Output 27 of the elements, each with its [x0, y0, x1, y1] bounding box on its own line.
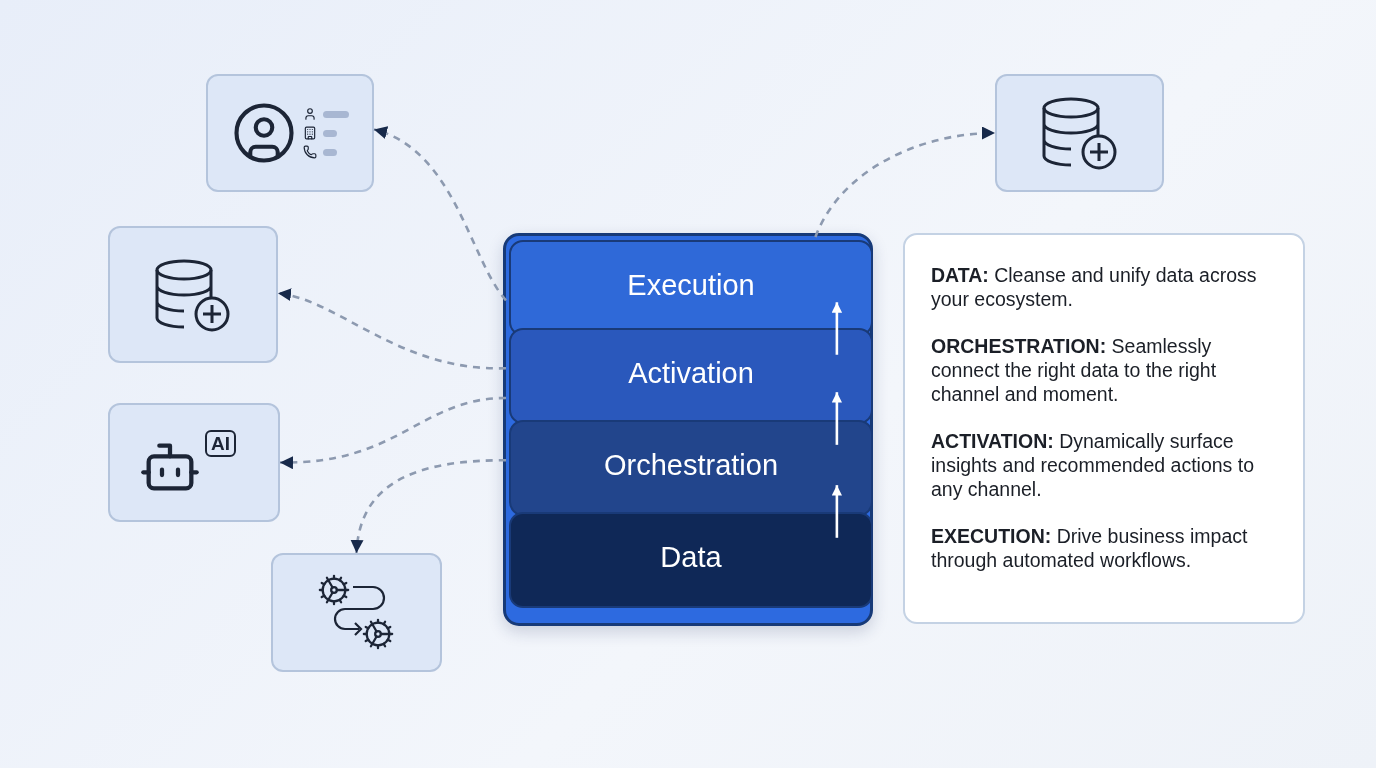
arrow — [277, 289, 507, 370]
ai-badge: AI — [205, 430, 236, 457]
description-text: EXECUTION: Drive business impact through automated workflows. — [931, 524, 1249, 572]
arrow — [831, 392, 843, 445]
layer-band — [509, 420, 873, 516]
icon-card — [108, 226, 278, 363]
arrow — [831, 302, 843, 355]
layer-label: Orchestration — [603, 450, 779, 482]
icon-card — [995, 74, 1164, 192]
layer-label: Execution — [627, 270, 755, 302]
arrow — [831, 485, 843, 538]
description-panel — [903, 233, 1305, 624]
arrow — [351, 458, 507, 554]
arrow — [814, 127, 996, 238]
description-text: DATA: Cleanse and unify data across your ecosystem. — [931, 263, 1258, 311]
description-text: ORCHESTRATION: Seamlessly connect the right data to the right channel and moment. — [931, 334, 1218, 406]
arrow — [279, 396, 507, 469]
icon-card — [271, 553, 442, 672]
layer-band — [509, 328, 873, 424]
icon-card — [108, 403, 280, 522]
layer-stack — [503, 233, 873, 626]
layer-band — [509, 512, 873, 608]
icon-card — [206, 74, 374, 192]
description-text: ACTIVATION: Dynamically surface insights and recommended actions to any channel. — [931, 429, 1256, 501]
arrow — [373, 127, 508, 302]
layer-label: Data — [660, 542, 722, 574]
layer-label: Activation — [628, 358, 754, 390]
